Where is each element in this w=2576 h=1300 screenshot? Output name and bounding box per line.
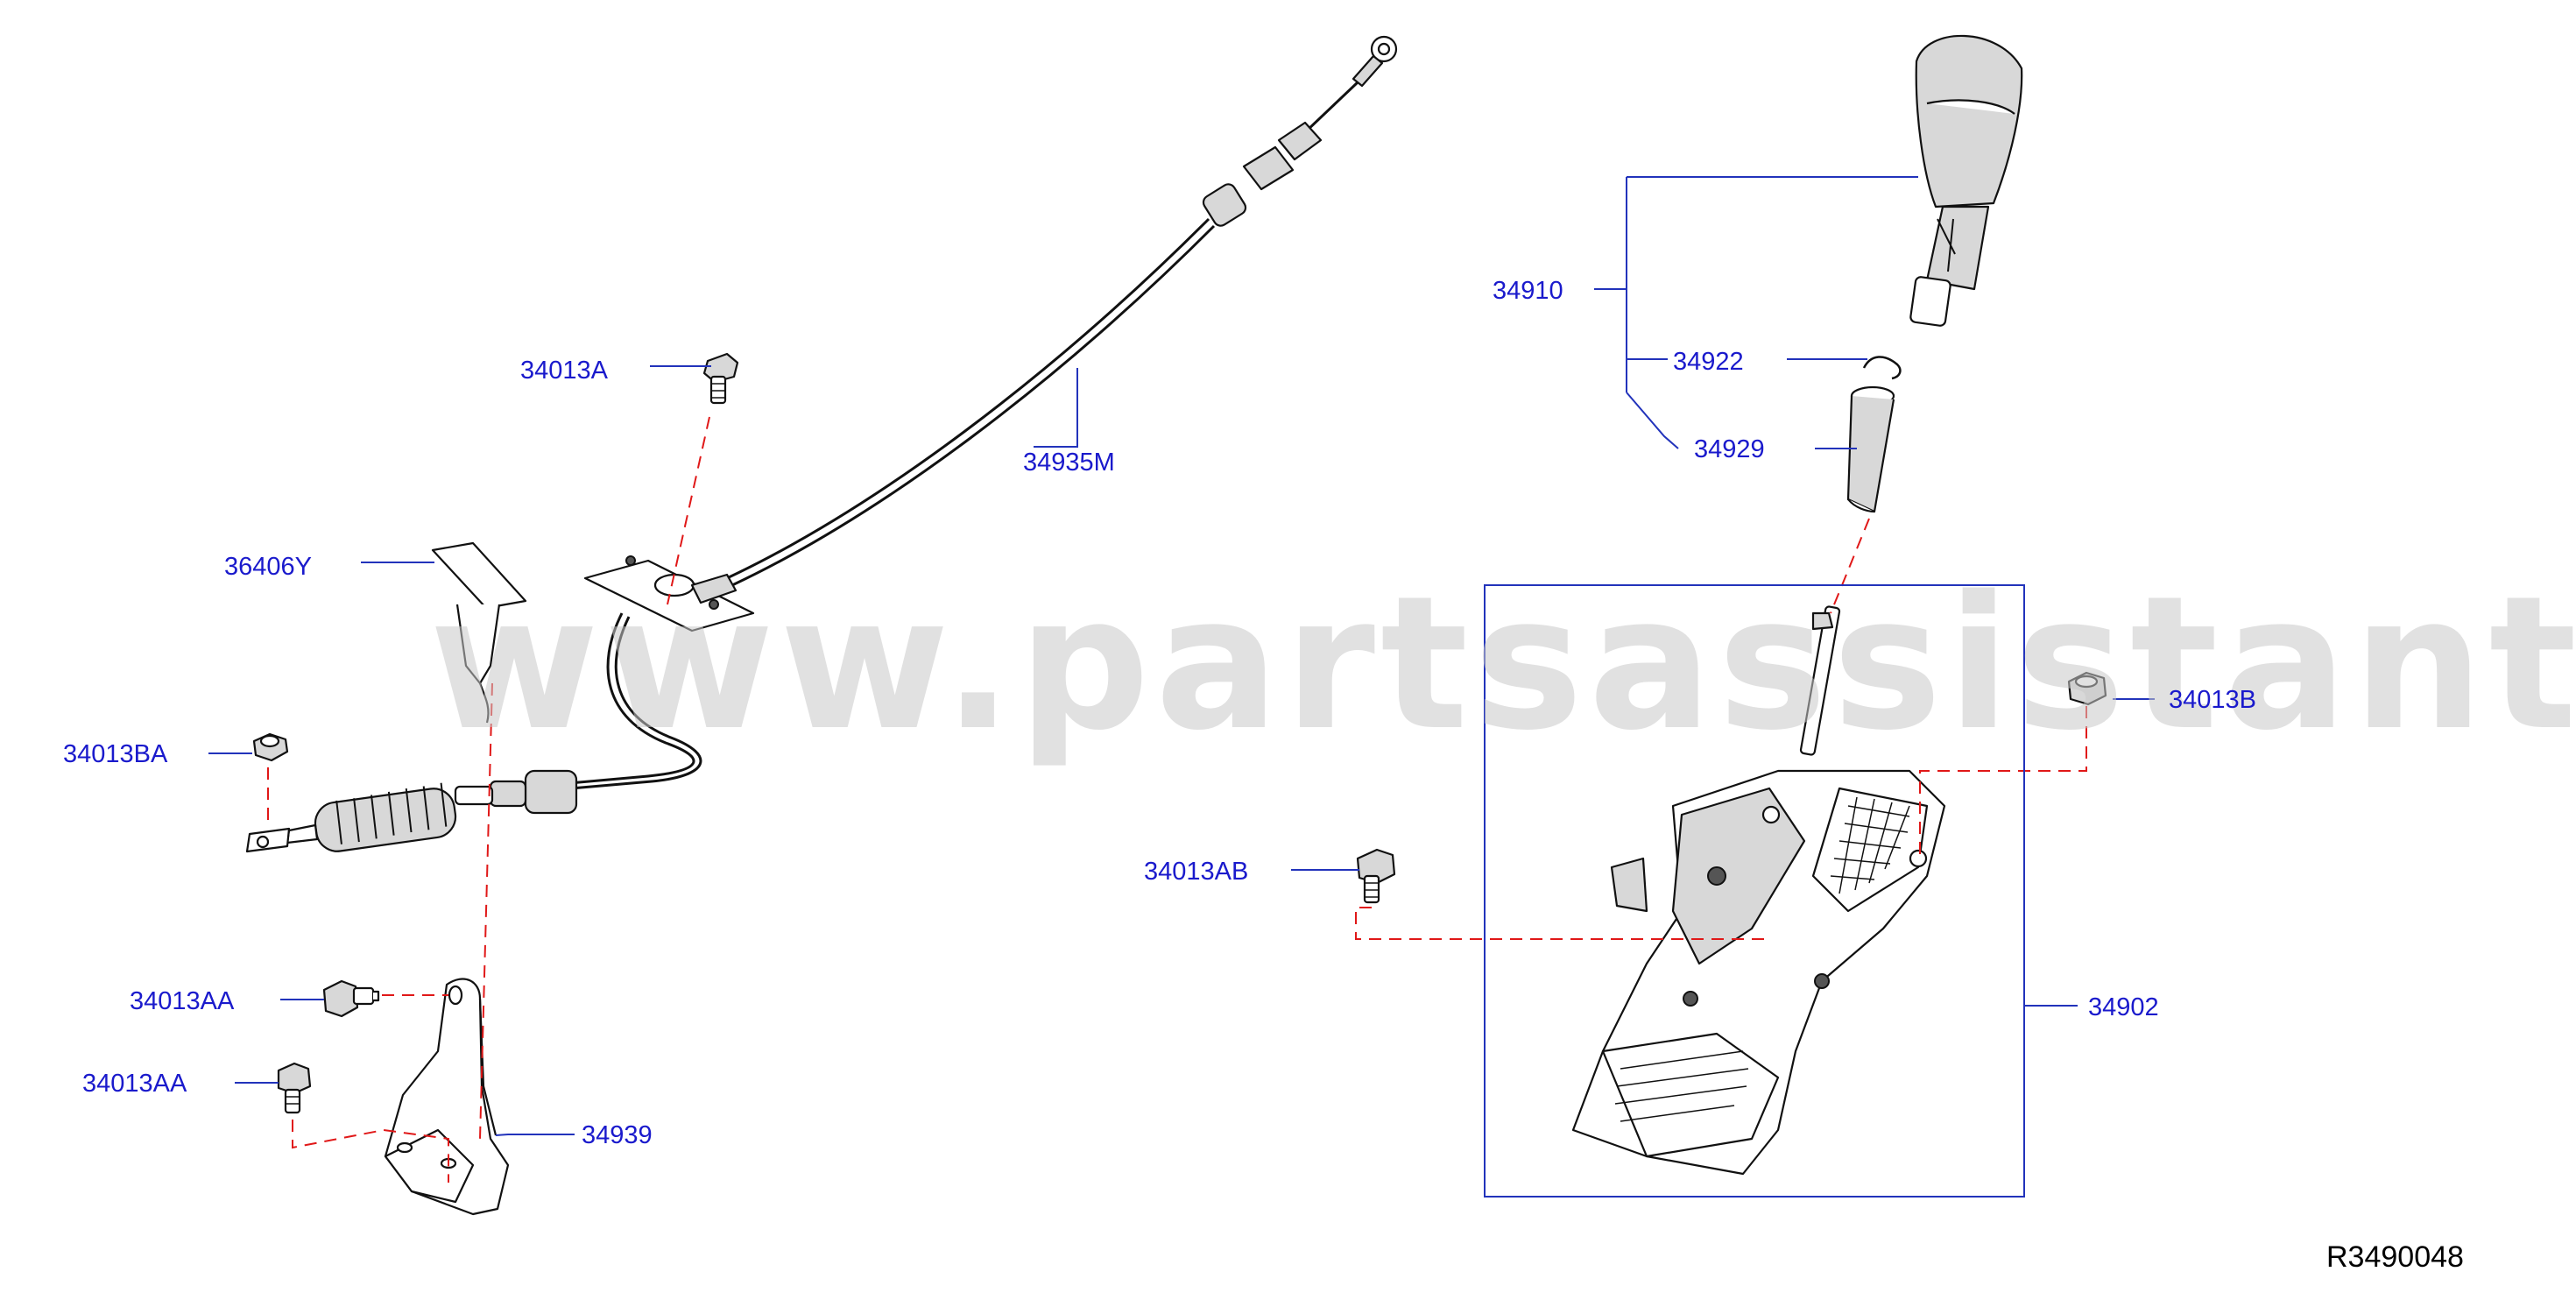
label-34013a: 34013A [520,357,609,385]
shifter-assembly-34902 [1571,605,1946,1176]
watermark-text: www.partsassistant.com [429,556,2576,771]
dashed-guides-left [267,416,710,1183]
shift-knob-34910 [1909,34,2023,327]
nut-34013ba [252,732,289,762]
dashed-guides-right [1355,518,2087,940]
label-34013b: 34013B [2169,686,2256,714]
label-34013aa-upper: 34013AA [130,987,235,1015]
leader-lines [208,176,2155,1136]
spring-clip-34922 [1862,356,1902,380]
label-34013ba: 34013BA [63,740,168,768]
label-34902: 34902 [2088,993,2159,1021]
bolt-34013a [702,352,739,405]
label-34910: 34910 [1493,277,1563,305]
label-34929: 34929 [1694,435,1765,463]
label-34939: 34939 [582,1121,653,1149]
label-34935m: 34935M [1023,449,1115,477]
bolt-34013aa-upper [322,979,380,1018]
nut-34013b [2067,671,2107,706]
clip-36406y [431,541,527,724]
sleeve-34929 [1846,385,1895,513]
label-34013ab: 34013AB [1144,858,1248,886]
label-36406y: 36406Y [224,553,312,581]
bolt-34013aa-lower [277,1062,312,1114]
label-34922: 34922 [1673,348,1744,376]
shifter-group-frame [1484,584,2025,1198]
bolt-34013ab [1356,848,1396,904]
reference-code: R3490048 [2326,1240,2464,1274]
label-34013aa-lower: 34013AA [82,1070,187,1098]
bracket-34939 [384,978,510,1216]
